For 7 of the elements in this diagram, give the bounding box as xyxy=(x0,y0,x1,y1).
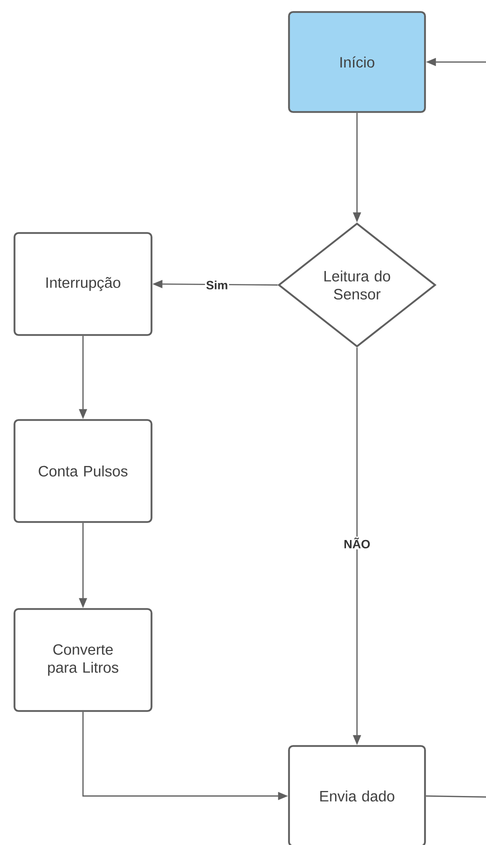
process-box: Converte para Litros xyxy=(14,608,152,712)
process-box: Envia dado xyxy=(288,745,426,845)
start-box: Início xyxy=(288,11,426,113)
edge-label: NÃO xyxy=(342,536,372,550)
process-box: Conta Pulsos xyxy=(14,419,152,523)
edge-label: Sim xyxy=(205,280,229,290)
process-box: Interrupção xyxy=(14,232,152,336)
